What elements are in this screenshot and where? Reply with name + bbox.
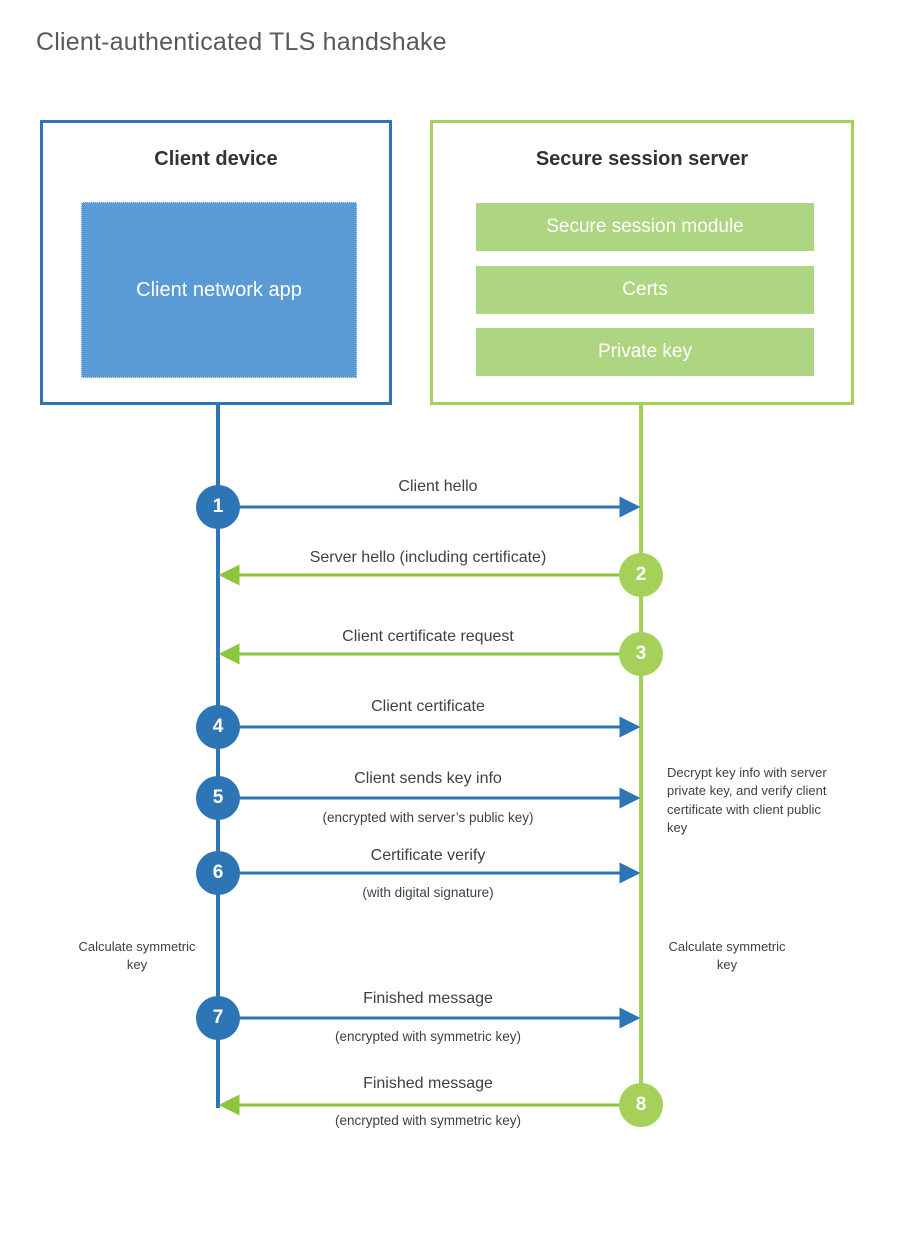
annotation-server-decrypt: Decrypt key info with server private key… bbox=[667, 765, 827, 836]
step-marker-4[interactable]: 4 bbox=[196, 705, 240, 749]
step-label-6: Certificate verify bbox=[370, 847, 486, 864]
step-label-5: Client sends key info bbox=[354, 770, 502, 787]
step-label-8: Finished message bbox=[363, 1075, 493, 1092]
step-marker-2[interactable]: 2 bbox=[619, 553, 663, 597]
step-marker-1[interactable]: 1 bbox=[196, 485, 240, 529]
secure-session-server-heading: Secure session server bbox=[535, 148, 749, 170]
secure-session-server-box: Secure session server Secure session mod… bbox=[430, 120, 854, 405]
server-component-secure-session-module: Secure session module bbox=[476, 203, 814, 251]
client-device-box: Client device Client network app bbox=[40, 120, 392, 405]
step-marker-7[interactable]: 7 bbox=[196, 996, 240, 1040]
step-label-7: Finished message bbox=[363, 990, 493, 1007]
step-marker-3[interactable]: 3 bbox=[619, 632, 663, 676]
page-title: Client-authenticated TLS handshake bbox=[36, 28, 447, 56]
client-network-app-box: Client network app bbox=[81, 202, 357, 378]
step-marker-8[interactable]: 8 bbox=[619, 1083, 663, 1127]
server-lifeline bbox=[639, 405, 643, 1108]
step-label-2: Server hello (including certificate) bbox=[309, 549, 547, 566]
step-label-3: Client certificate request bbox=[342, 628, 514, 645]
step-sublabel-7: (encrypted with symmetric key) bbox=[334, 1029, 522, 1044]
server-component-private-key: Private key bbox=[476, 328, 814, 376]
client-lifeline bbox=[216, 405, 220, 1108]
step-marker-5[interactable]: 5 bbox=[196, 776, 240, 820]
step-label-1: Client hello bbox=[398, 478, 478, 495]
step-sublabel-5: (encrypted with server’s public key) bbox=[322, 810, 534, 825]
annotation-server-calculate-symmetric-key: Calculate symmetric key bbox=[668, 939, 786, 973]
client-device-heading: Client device bbox=[154, 148, 278, 170]
step-sublabel-8: (encrypted with symmetric key) bbox=[334, 1113, 522, 1128]
step-sublabel-6: (with digital signature) bbox=[362, 885, 494, 900]
annotation-client-calculate-symmetric-key: Calculate symmetric key bbox=[78, 939, 196, 973]
server-component-certs: Certs bbox=[476, 266, 814, 314]
step-label-4: Client certificate bbox=[371, 698, 485, 715]
step-marker-6[interactable]: 6 bbox=[196, 851, 240, 895]
